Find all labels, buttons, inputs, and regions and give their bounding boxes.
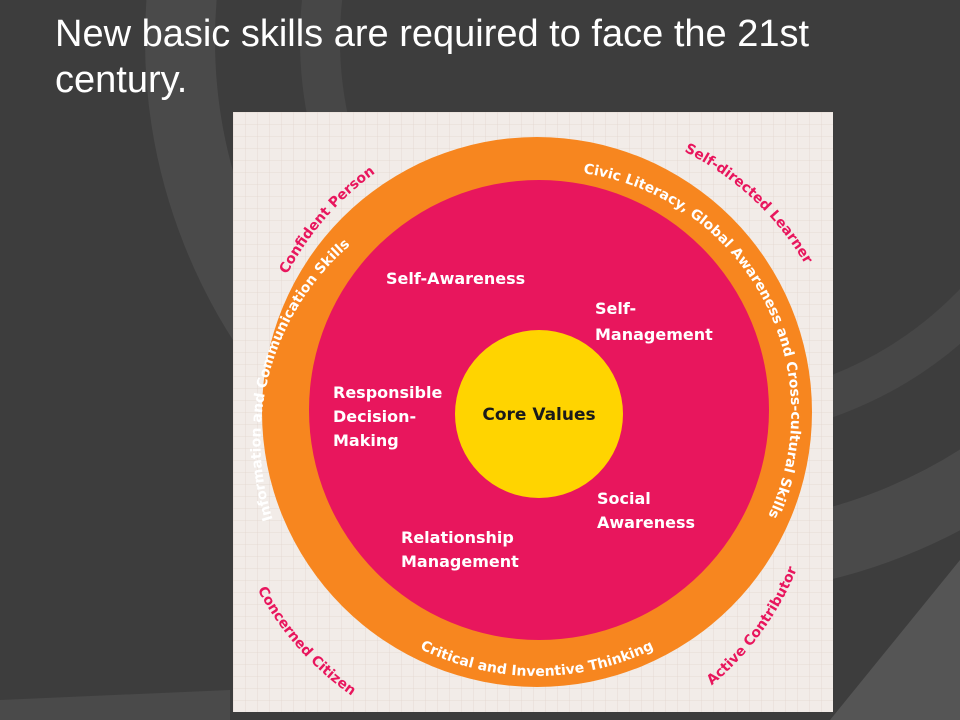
svg-text:Core Values: Core Values: [482, 405, 595, 425]
competency-diagram: Core Values Self-Awareness Self- Managem…: [233, 112, 833, 712]
core-values-circle: [455, 330, 623, 498]
responsible-decision-making-label: Responsible Decision- Making: [333, 383, 448, 450]
slide-title-line-1: New basic skills are required to face th…: [55, 13, 810, 55]
slide-title: New basic skills are required to face th…: [55, 12, 935, 103]
core-values-label: Core Values: [482, 405, 595, 425]
relationship-management-label: Relationship Management: [401, 528, 519, 571]
social-awareness-label: Social Awareness: [597, 489, 695, 532]
self-management-label: Self- Management: [595, 299, 713, 344]
self-awareness-label: Self-Awareness: [386, 269, 525, 288]
background-wedge: [830, 560, 960, 720]
competency-framework-figure: Core Values Self-Awareness Self- Managem…: [233, 112, 833, 712]
slide-title-line-2: century.: [55, 58, 188, 101]
background-band: [0, 690, 230, 720]
